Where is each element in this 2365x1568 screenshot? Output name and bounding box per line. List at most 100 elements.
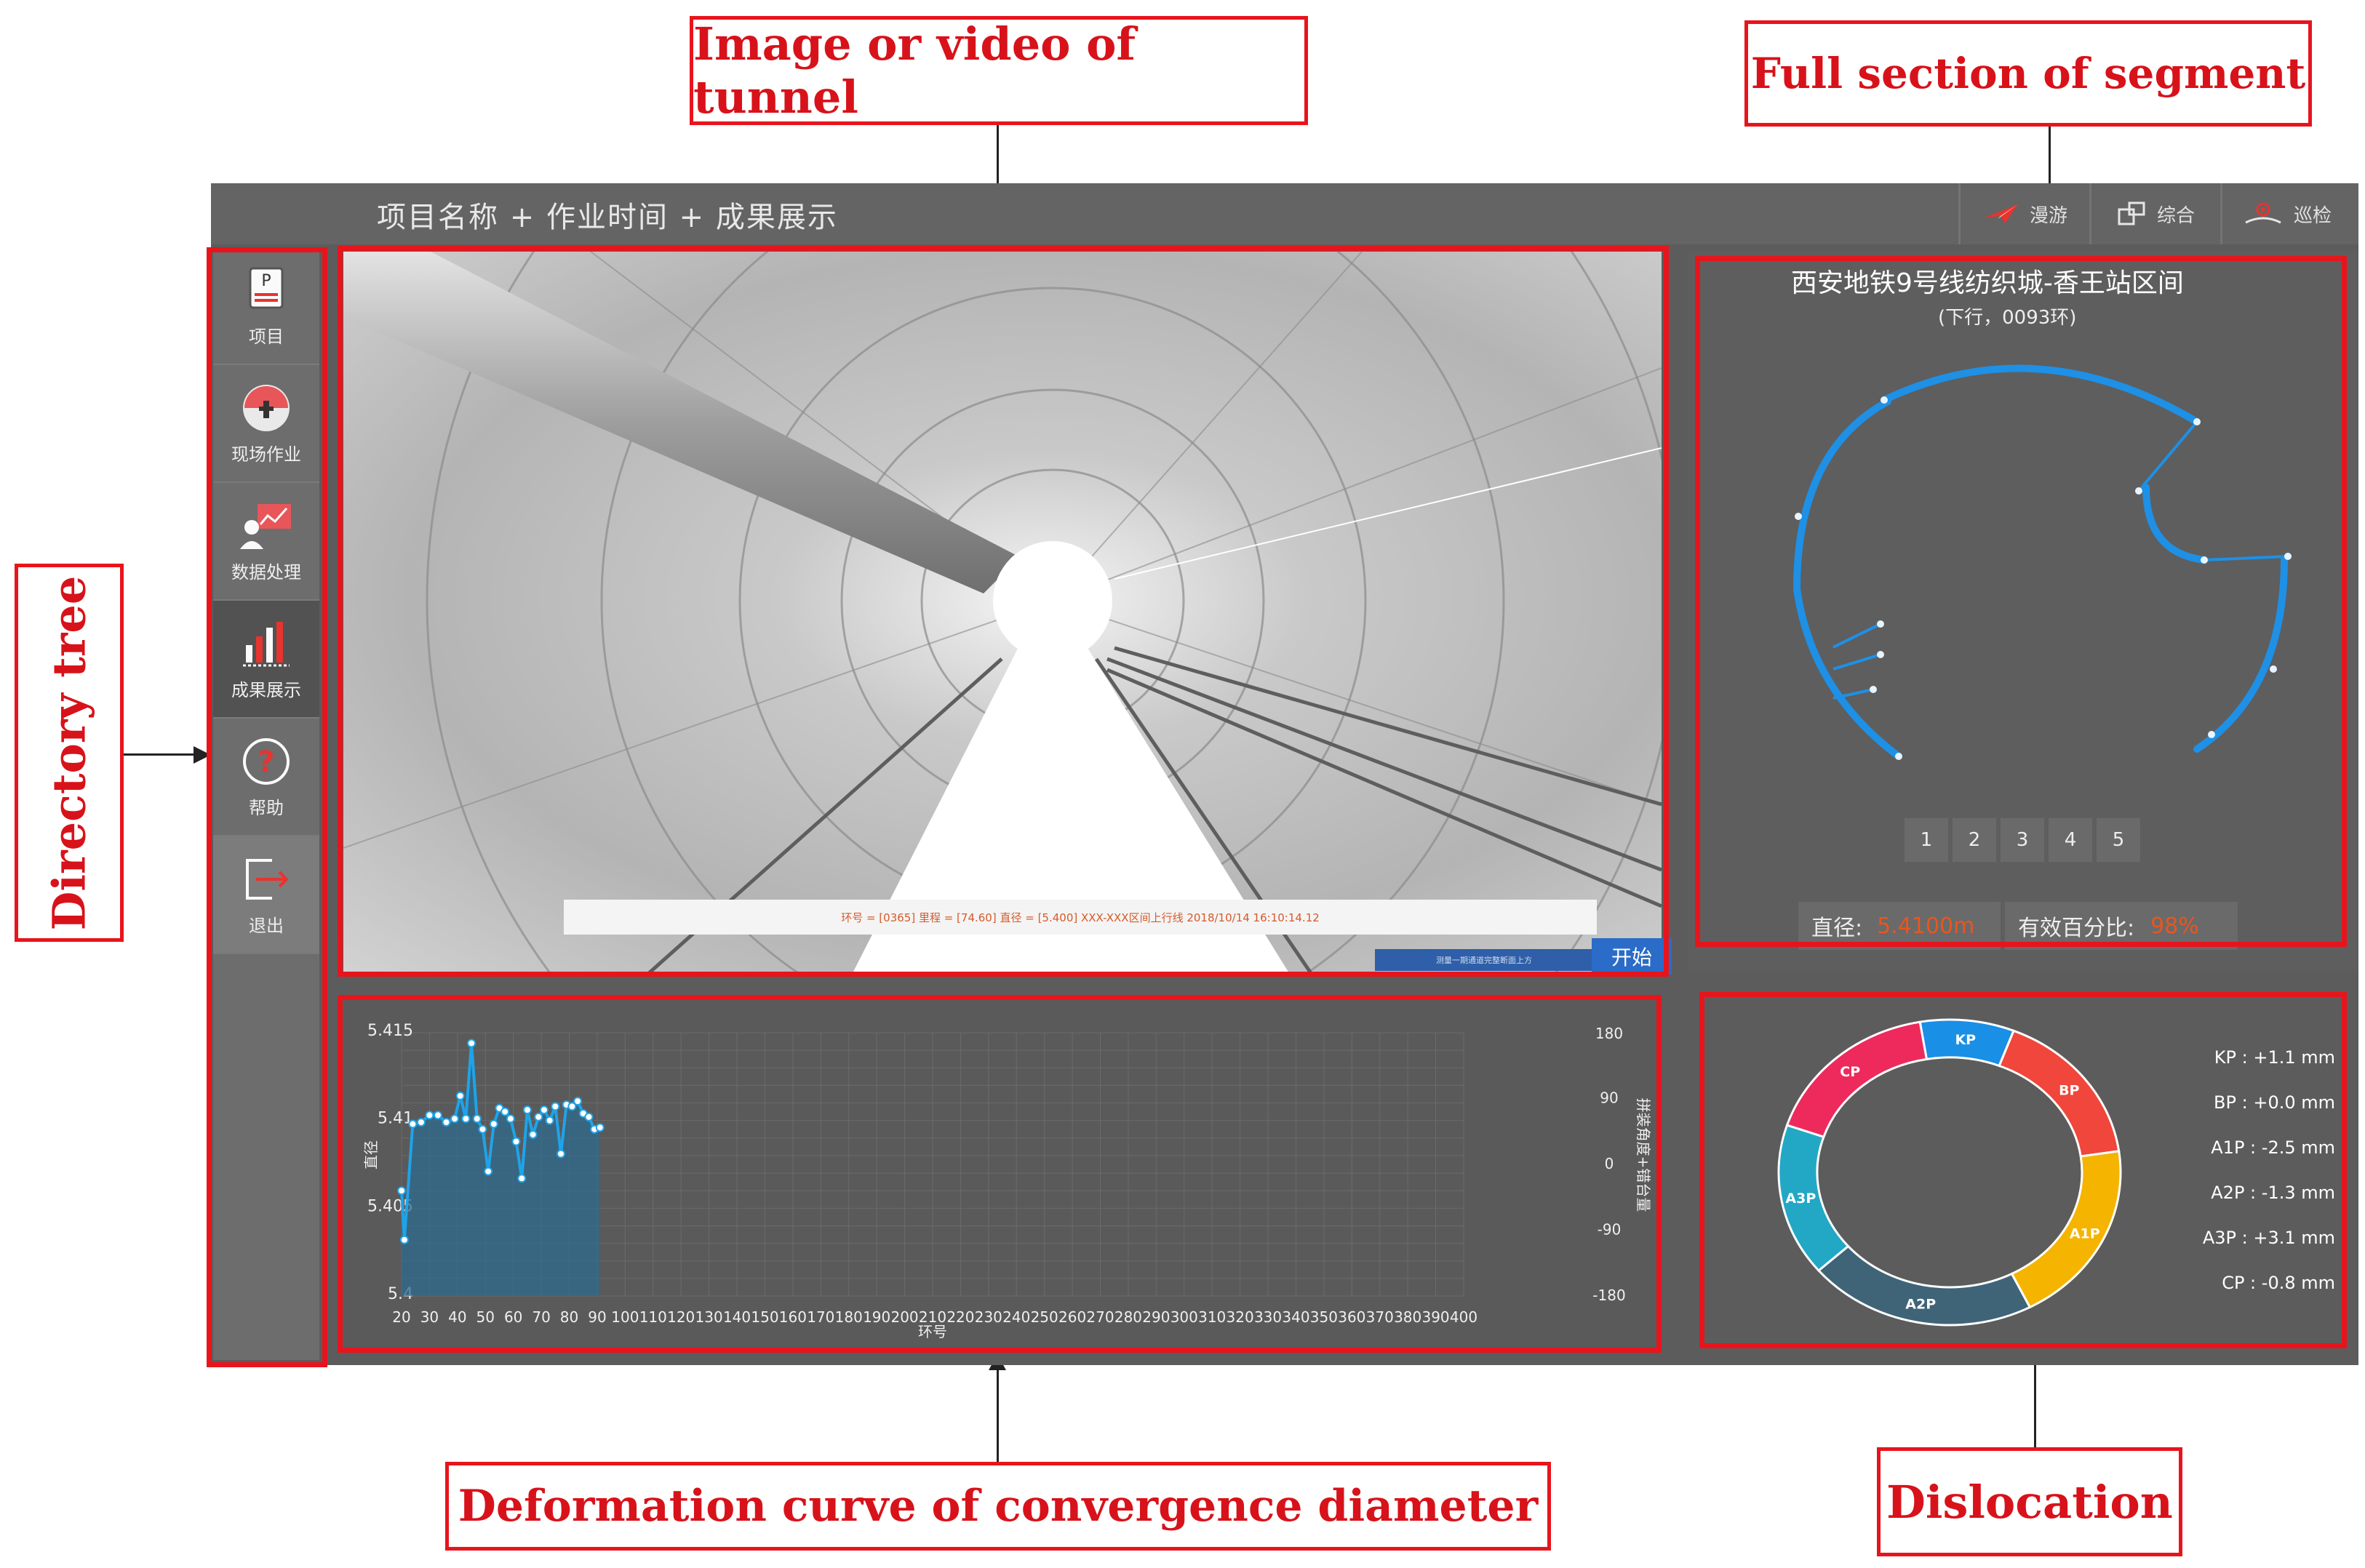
- sidebar-item-field-work[interactable]: 现场作业: [213, 365, 319, 483]
- sidebar-item-exit[interactable]: 退出: [213, 836, 319, 954]
- page-button-4[interactable]: 4: [2049, 818, 2092, 862]
- sidebar-item-data-processing[interactable]: 数据处理: [213, 483, 319, 601]
- sidebar: P 项目 现场作业 数据处理 成果展示 ? 帮助 退出: [213, 247, 319, 1360]
- callout-directory: Directory tree: [15, 564, 124, 942]
- x-tick-label: 50: [476, 1308, 495, 1326]
- page-button-3[interactable]: 3: [2001, 818, 2044, 862]
- data-point: [506, 1114, 515, 1124]
- data-point: [399, 1235, 409, 1244]
- page-button-5[interactable]: 5: [2097, 818, 2140, 862]
- x-tick-label: 290: [1142, 1308, 1170, 1326]
- x-tick-label: 150: [751, 1308, 778, 1326]
- page-button-2[interactable]: 2: [1953, 818, 1996, 862]
- data-point: [489, 1119, 498, 1129]
- results-chart-icon: [243, 621, 290, 666]
- x-tick-label: 200: [890, 1308, 918, 1326]
- x-tick-label: 60: [504, 1308, 522, 1326]
- x-tick-label: 120: [667, 1308, 695, 1326]
- dislocation-row: A1P : -2.5 mm: [2211, 1137, 2335, 1158]
- data-point: [433, 1111, 442, 1120]
- x-tick-label: 110: [639, 1308, 667, 1326]
- segment-title: 西安地铁9号线纺织城-香王站区间: [1791, 268, 2184, 298]
- y-axis-label: 直径: [362, 1140, 380, 1169]
- data-point: [455, 1091, 465, 1100]
- arrow-segment: [2049, 127, 2051, 236]
- overview-label: 综合: [2156, 204, 2195, 227]
- tunnel-view[interactable]: [343, 252, 1662, 973]
- x-tick-label: 180: [835, 1308, 863, 1326]
- callout-directory-text: Directory tree: [42, 575, 96, 930]
- y2-tick-label: 0: [1605, 1155, 1614, 1172]
- x-tick-label: 320: [1227, 1308, 1254, 1326]
- y2-axis-label: 拼装角度+错台量: [1635, 1098, 1652, 1212]
- dislocation-value: -0.8 mm: [2261, 1273, 2335, 1293]
- sidebar-label-field-work: 现场作业: [231, 444, 301, 465]
- x-tick-label: 300: [1170, 1308, 1198, 1326]
- app-title: 项目名称 + 作业时间 + 成果展示: [377, 201, 838, 234]
- data-processing-icon: [240, 503, 291, 549]
- roam-button[interactable]: 漫游: [1958, 183, 2090, 244]
- diameter-label: 直径:: [1811, 916, 1863, 941]
- sidebar-item-help[interactable]: ? 帮助: [213, 719, 319, 836]
- data-point: [425, 1111, 434, 1120]
- dislocation-row: A3P : +3.1 mm: [2203, 1228, 2335, 1248]
- data-point: [408, 1119, 418, 1129]
- sidebar-item-results[interactable]: 成果展示: [213, 601, 319, 719]
- callout-deformation: Deformation curve of convergence diamete…: [445, 1462, 1551, 1551]
- overview-button[interactable]: 综合: [2089, 183, 2221, 244]
- inspect-button[interactable]: 巡检: [2220, 183, 2352, 244]
- dislocation-key: A1P :: [2211, 1137, 2257, 1158]
- data-point: [534, 1112, 543, 1121]
- tunnel-info-bar: 环号 = [0365] 里程 = [74.60] 直径 = [5.400] XX…: [564, 900, 1597, 935]
- data-point: [584, 1112, 594, 1121]
- x-tick-label: 100: [611, 1308, 639, 1326]
- x-tick-label: 280: [1114, 1308, 1142, 1326]
- top-bar: 项目名称 + 作业时间 + 成果展示 漫游 综合 巡检: [211, 183, 2358, 244]
- data-point: [522, 1105, 532, 1115]
- data-point: [442, 1118, 451, 1127]
- sidebar-item-project[interactable]: P 项目: [213, 247, 319, 365]
- dislocation-key: CP :: [2222, 1273, 2257, 1293]
- tunnel-image: [343, 252, 1662, 973]
- x-tick-label: 270: [1086, 1308, 1114, 1326]
- x-tick-label: 360: [1338, 1308, 1365, 1326]
- segment-section-plot: [1792, 364, 2292, 760]
- data-point: [484, 1167, 493, 1176]
- plane-icon: [1984, 204, 2018, 223]
- dislocation-key: KP :: [2214, 1047, 2248, 1068]
- windows-icon: [2118, 201, 2145, 225]
- y-tick-label: 5.415: [367, 1022, 413, 1040]
- x-tick-label: 260: [1058, 1308, 1086, 1326]
- data-point: [467, 1039, 476, 1048]
- highlight-tunnel: [338, 246, 1669, 977]
- callout-dislocation: Dislocation: [1877, 1447, 2182, 1556]
- y2-tick-label: 180: [1595, 1025, 1623, 1042]
- ring-segment-label: A2P: [1905, 1297, 1936, 1313]
- dislocation-value: +3.1 mm: [2253, 1228, 2335, 1248]
- data-point: [500, 1107, 510, 1116]
- x-tick-label: 390: [1421, 1308, 1449, 1326]
- segment-subtitle: (下行，0093环): [1938, 307, 2077, 329]
- callout-tunnel: Image or video of tunnel: [690, 16, 1308, 125]
- x-tick-label: 40: [448, 1308, 466, 1326]
- highlight-dislocation: [1699, 992, 2347, 1348]
- x-tick-label: 210: [919, 1308, 946, 1326]
- series-area: [402, 1043, 600, 1296]
- ring-segment: [1785, 1020, 1929, 1139]
- highlight-directory: [207, 247, 327, 1367]
- data-point: [461, 1114, 471, 1124]
- dislocation-value: +1.1 mm: [2253, 1047, 2335, 1068]
- start-button[interactable]: 开始: [1592, 938, 1672, 975]
- x-tick-label: 220: [946, 1308, 974, 1326]
- page-button-1[interactable]: 1: [1905, 818, 1948, 862]
- data-point: [557, 1149, 565, 1159]
- x-tick-label: 20: [392, 1308, 410, 1326]
- sidebar-label-project: 项目: [249, 326, 284, 347]
- x-tick-label: 350: [1310, 1308, 1338, 1326]
- inspect-label: 巡检: [2293, 204, 2332, 227]
- highlight-segment: [1695, 256, 2347, 947]
- help-icon: ?: [243, 737, 290, 785]
- data-point: [416, 1118, 426, 1127]
- x-tick-label: 70: [532, 1308, 550, 1326]
- data-point: [450, 1114, 459, 1124]
